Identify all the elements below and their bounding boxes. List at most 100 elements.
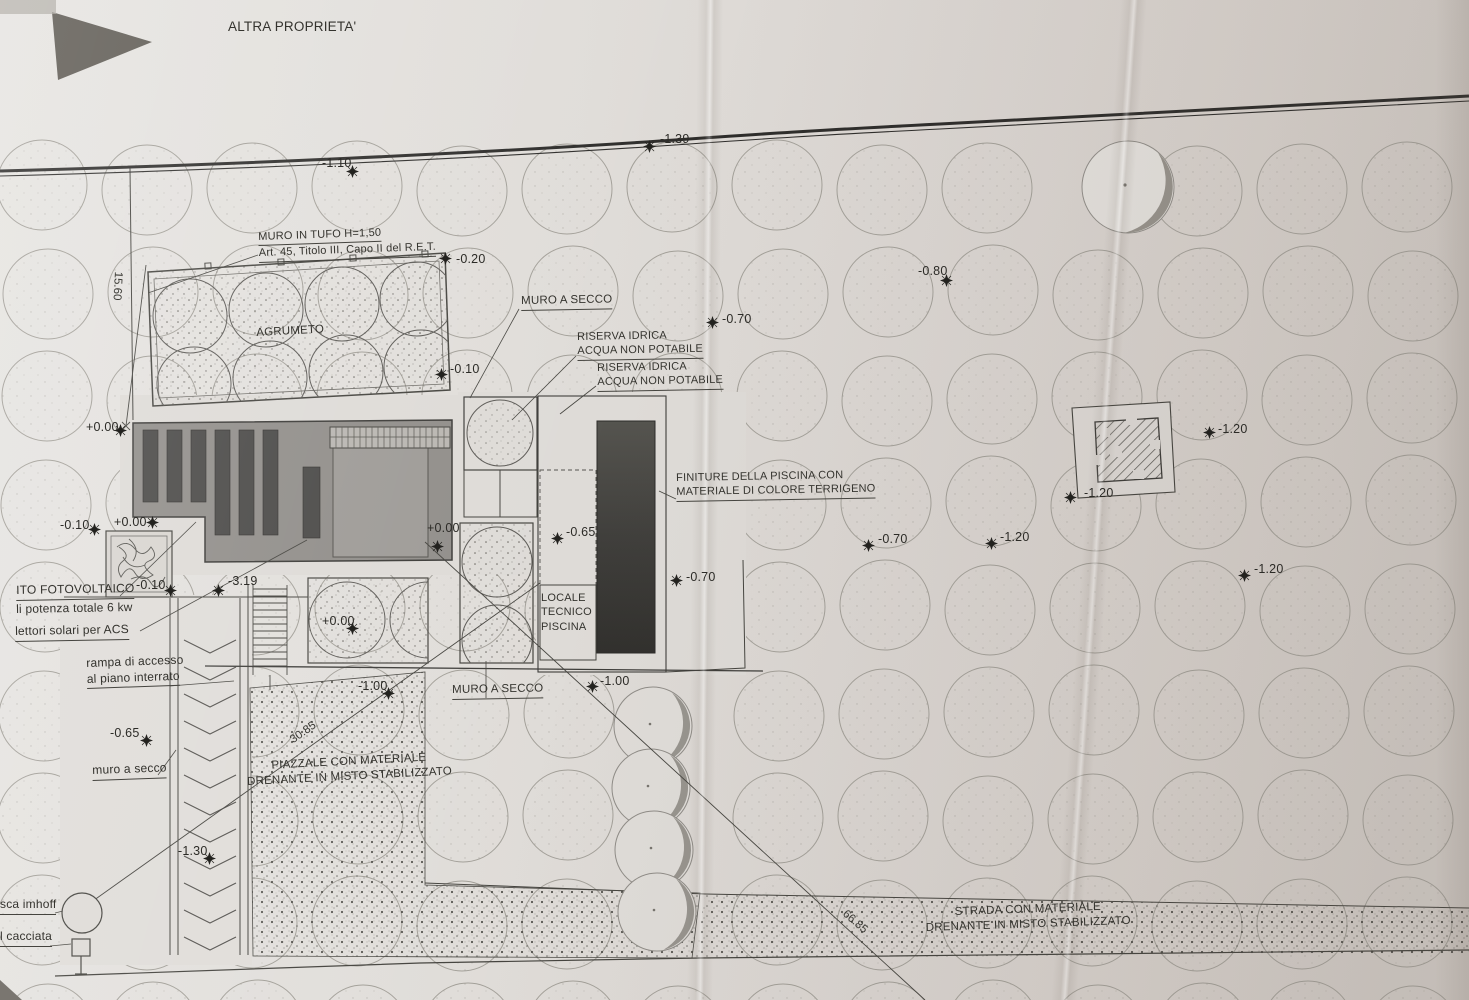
tree-circle: [1157, 247, 1249, 339]
elevation-value: -1.39: [660, 132, 690, 146]
tree-circle: [1258, 667, 1350, 759]
elevation-value: +0.00: [86, 420, 119, 434]
elevation-value: -1.10: [322, 156, 352, 170]
benchmark-icon: [114, 424, 127, 437]
elevation-value: -1.20: [1218, 422, 1248, 436]
stairs: [252, 585, 288, 690]
note-vasca-imhoff: sca imhoff: [0, 897, 57, 915]
benchmark-icon: [985, 537, 998, 550]
label-line: TECNICO: [541, 606, 592, 619]
leader-lines: [49, 254, 677, 947]
note-cacciata: l cacciata: [0, 929, 53, 947]
retaining-walls: [64, 167, 308, 955]
bottom-boundary: [54, 949, 1469, 977]
roof-stair-strip: [329, 426, 451, 449]
label-line: MATERIALE DI COLORE TERRIGENO: [676, 481, 876, 502]
label-line: PISCINA: [541, 620, 587, 633]
benchmark-icon: [203, 852, 216, 865]
elevation-value: -1.20: [1084, 486, 1114, 500]
vasca-imhoff: [61, 892, 103, 975]
elevation-value: -0.10: [60, 518, 90, 532]
benchmark-icon: [382, 687, 395, 700]
tree-circle: [1364, 563, 1456, 655]
ramp-chevrons: [183, 639, 237, 951]
label-line: ITO FOTOVOLTAICO: [16, 580, 135, 601]
tree-circle: [1153, 669, 1245, 761]
tree-circle: [1362, 774, 1454, 866]
tree-circle: [1366, 352, 1458, 444]
label-line: LOCALE: [541, 592, 586, 604]
elevation-value: -0.70: [722, 312, 752, 326]
elevation-value: -0.70: [686, 570, 716, 584]
tree-circle: [954, 979, 1032, 1000]
riserva-idrica-tank: [463, 396, 538, 518]
tree-circle: [1048, 664, 1140, 756]
tree-circle: [1260, 456, 1352, 548]
tree-circle: [839, 559, 931, 651]
tree-circle: [1261, 354, 1353, 446]
note-muro-a-secco-top: MURO A SECCO: [521, 292, 613, 311]
tree-circle: [1361, 141, 1453, 233]
tree-circle: [328, 984, 398, 1000]
tree-circle: [737, 248, 829, 340]
tree-circle: [432, 982, 504, 1000]
tree-circle: [527, 245, 619, 337]
tree-circle: [1154, 560, 1246, 652]
title-altra-proprieta: ALTRA PROPRIETA': [228, 18, 356, 36]
tree-circle: [1152, 771, 1244, 863]
benchmark-icon: [862, 539, 875, 552]
benchmark-icon: [1238, 569, 1251, 582]
roof-terrace: [332, 447, 429, 558]
benchmark-icon: [643, 140, 656, 153]
tree-circle: [219, 979, 297, 1000]
tree-circle: [521, 143, 613, 235]
tree-circle: [731, 139, 823, 231]
benchmark-icon: [88, 523, 101, 536]
note-muro-a-secco-left: muro a secco: [92, 760, 168, 781]
tree-circle: [1049, 562, 1141, 654]
tree-circle: [941, 142, 1033, 234]
tree-circle: [2, 248, 94, 340]
benchmark-icon: [1203, 426, 1216, 439]
elevation-value: +0.00: [427, 521, 460, 535]
label-line: al piano interrato: [86, 668, 181, 690]
tree-circle: [0, 459, 92, 551]
tree-circle: [1270, 980, 1346, 1000]
tree-circle: [946, 353, 1038, 445]
label-line: muro a secco: [92, 760, 168, 781]
tree-circle: [1167, 982, 1239, 1000]
dim-15-60: 15.60: [110, 271, 124, 301]
wall-posts: [204, 250, 429, 270]
planted-square-a: [307, 577, 429, 664]
tree-circle: [12, 983, 84, 1000]
tree-circle: [1063, 984, 1133, 1000]
tree-circle: [522, 769, 614, 861]
elevation-value: -0.10: [136, 578, 166, 592]
tree-circle: [1257, 769, 1349, 861]
label-agrumeto: AGRUMETO: [256, 322, 325, 340]
note-muro-a-secco-center: MURO A SECCO: [452, 681, 544, 700]
piazzale-drenante: [249, 671, 701, 959]
tree-circle: [1262, 245, 1354, 337]
note-collettori-solari: lettori solari per ACS: [15, 622, 130, 642]
tree-circle: [841, 355, 933, 447]
pool: [596, 420, 656, 654]
elevation-value: -1.30: [178, 844, 208, 858]
tree-circle: [1379, 985, 1447, 1000]
elevation-value: +0.00: [322, 614, 355, 628]
strada-top-edge: [424, 882, 1469, 909]
benchmark-icon: [586, 680, 599, 693]
tree-circle: [942, 775, 1034, 867]
note-potenza: li potenza totale 6 kw: [16, 600, 133, 618]
piazzale-top-edge: [204, 665, 764, 672]
tree-circle: [1, 350, 93, 442]
strada-drenante: [696, 894, 1469, 958]
